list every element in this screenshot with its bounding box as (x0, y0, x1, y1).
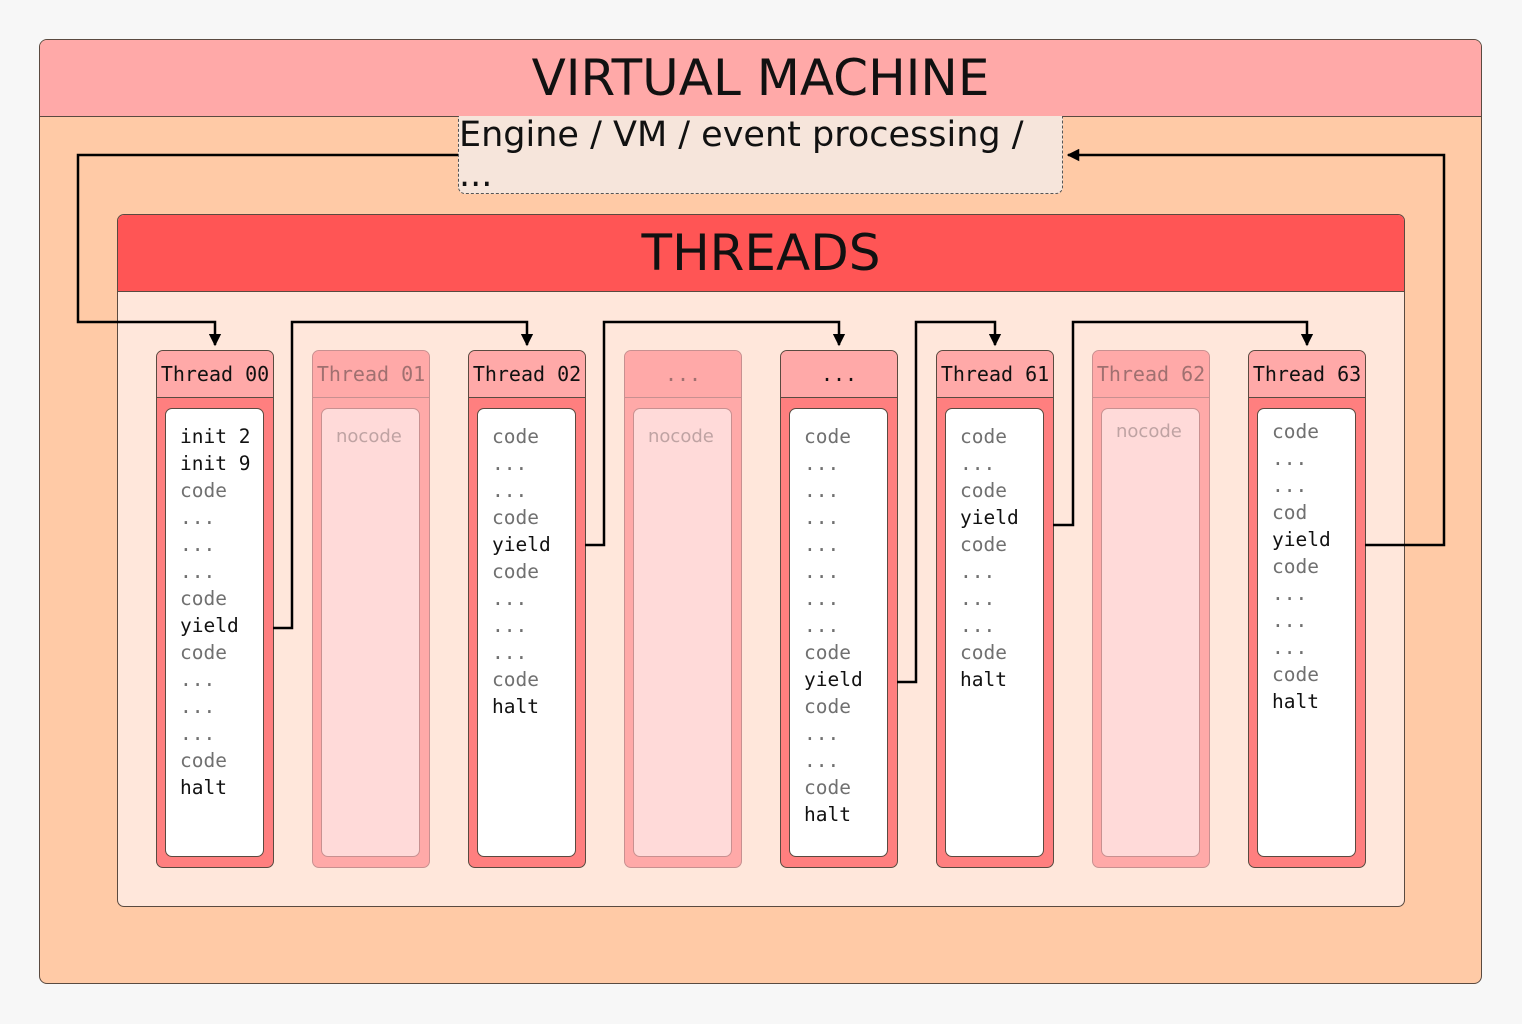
code-line: ... (180, 506, 216, 529)
thread-column: Thread 62 nocode (1092, 350, 1210, 868)
code-line: ... (960, 614, 996, 637)
code-line: code (1272, 663, 1319, 686)
code-line: code (180, 479, 227, 502)
code-line: code (180, 641, 227, 664)
thread-label: Thread 62 (1093, 351, 1209, 398)
thread-code-area: nocode (1101, 408, 1200, 857)
code-line: code (804, 641, 851, 664)
code-line: ... (804, 533, 840, 556)
code-line: code (960, 533, 1007, 556)
code-line: yield (492, 533, 551, 556)
thread-label: Thread 63 (1249, 351, 1365, 398)
code-line: ... (960, 587, 996, 610)
thread-code-area: nocode (321, 408, 420, 857)
code-line: ... (180, 695, 216, 718)
thread-code-area: code... code yield code......... code halt (945, 408, 1044, 857)
code-line: halt (960, 668, 1007, 691)
thread-label: Thread 01 (313, 351, 429, 398)
code-line: ... (492, 641, 528, 664)
thread-label: Thread 61 (937, 351, 1053, 398)
thread-code-area: code..................... code yield code..… (789, 408, 888, 857)
code-line: ... (1272, 609, 1308, 632)
code-line: halt (1272, 690, 1319, 713)
code-line: ... (492, 479, 528, 502)
code-line: ... (804, 749, 840, 772)
code-line: ... (1272, 474, 1308, 497)
thread-column: ... nocode (624, 350, 742, 868)
code-line: code (960, 425, 1007, 448)
code-line: ... (960, 560, 996, 583)
thread-label: ... (625, 351, 741, 398)
code-line: code (492, 560, 539, 583)
thread-label: Thread 00 (157, 351, 273, 398)
code-line: ... (180, 722, 216, 745)
code-line: ... (492, 614, 528, 637)
code-line: init 2 (180, 425, 251, 448)
code-line: code (960, 479, 1007, 502)
code-line: yield (804, 668, 863, 691)
code-line: ... (180, 560, 216, 583)
code-line: yield (1272, 528, 1331, 551)
vm-title: VIRTUAL MACHINE (40, 40, 1481, 117)
code-line: ... (804, 560, 840, 583)
code-line: code (1272, 555, 1319, 578)
code-line: halt (180, 776, 227, 799)
code-line: ... (180, 668, 216, 691)
code-line: nocode (1116, 421, 1182, 442)
code-line: code (180, 587, 227, 610)
code-line: ... (804, 587, 840, 610)
code-line: code (492, 425, 539, 448)
engine-box: Engine / VM / event processing / ... (458, 115, 1063, 195)
thread-column: Thread 00 init 2 init 9 code......... code yi… (156, 350, 274, 868)
thread-code-area: code...... cod yield code......... code halt (1257, 408, 1356, 857)
code-line: cod (1272, 501, 1308, 524)
code-line: ... (180, 533, 216, 556)
code-line: yield (180, 614, 239, 637)
thread-code-area: nocode (633, 408, 732, 857)
code-line: halt (804, 803, 851, 826)
code-line: code (1272, 420, 1319, 443)
code-line: halt (492, 695, 539, 718)
threads-title: THREADS (118, 215, 1404, 292)
code-line: code (804, 695, 851, 718)
thread-label: ... (781, 351, 897, 398)
threads-panel: THREADS (117, 214, 1405, 907)
code-line: ... (804, 479, 840, 502)
code-line: nocode (336, 426, 402, 447)
thread-code-area: init 2 init 9 code......... code yield code..… (165, 408, 264, 857)
thread-label: Thread 02 (469, 351, 585, 398)
thread-column: Thread 01 nocode (312, 350, 430, 868)
code-line: ... (1272, 582, 1308, 605)
code-line: code (180, 749, 227, 772)
thread-column: Thread 02 code...... code yield code........… (468, 350, 586, 868)
code-line: code (960, 641, 1007, 664)
code-line: ... (804, 722, 840, 745)
code-line: yield (960, 506, 1019, 529)
code-line: code (804, 776, 851, 799)
code-line: ... (960, 452, 996, 475)
code-line: nocode (648, 426, 714, 447)
code-line: ... (804, 506, 840, 529)
code-line: ... (804, 452, 840, 475)
code-line: code (492, 668, 539, 691)
thread-code-area: code...... code yield code......... code halt (477, 408, 576, 857)
code-line: ... (1272, 447, 1308, 470)
code-line: ... (492, 587, 528, 610)
code-line: ... (804, 614, 840, 637)
code-line: ... (1272, 636, 1308, 659)
code-line: init 9 (180, 452, 251, 475)
code-line: ... (492, 452, 528, 475)
code-line: code (492, 506, 539, 529)
thread-column: Thread 63 code...... cod yield code.........… (1248, 350, 1366, 868)
code-line: code (804, 425, 851, 448)
